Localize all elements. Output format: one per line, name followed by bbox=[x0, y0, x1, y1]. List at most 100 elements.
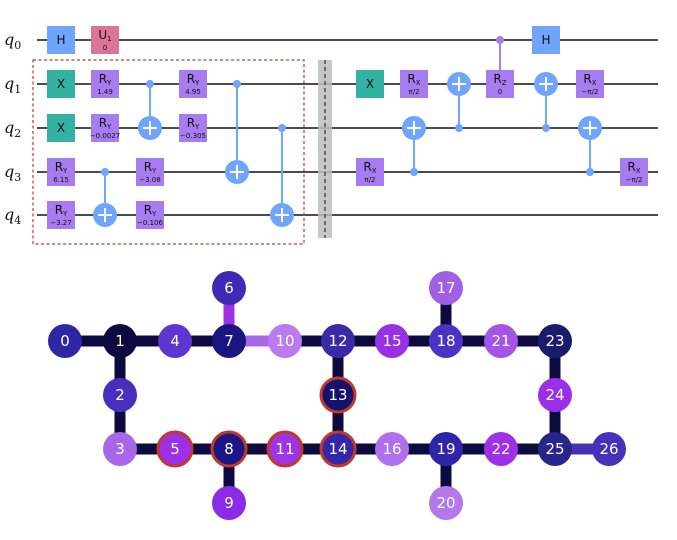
coupling-node-11: 11 bbox=[266, 430, 304, 468]
g-ry-q2-a: RY−0.0027 bbox=[90, 114, 120, 142]
coupling-node-5: 5 bbox=[156, 430, 194, 468]
g-rx-q1-a: RXπ/2 bbox=[400, 70, 428, 98]
gate-box bbox=[47, 114, 75, 142]
g-rz-q1: RZ0 bbox=[486, 70, 514, 98]
gate-box bbox=[400, 70, 428, 98]
gate-name: R bbox=[99, 116, 107, 130]
gate-name: R bbox=[627, 160, 635, 174]
gate-param: −0.0027 bbox=[90, 132, 120, 140]
node-circle bbox=[429, 432, 463, 466]
coupling-node-2: 2 bbox=[103, 378, 137, 412]
coupling-node-22: 22 bbox=[484, 432, 518, 466]
gate-box bbox=[356, 70, 384, 98]
gate-label: RY bbox=[144, 160, 157, 175]
gate-subscript: X bbox=[592, 79, 597, 87]
gate-param: 1.49 bbox=[97, 88, 113, 96]
gate-label: RY bbox=[144, 203, 157, 218]
node-label: 5 bbox=[170, 440, 180, 458]
gate-connections bbox=[104, 40, 591, 203]
qubit-label-3: q3 bbox=[4, 162, 21, 184]
gate-subscript: Y bbox=[106, 123, 112, 131]
qubit-letter: q bbox=[4, 30, 14, 49]
coupling-node-8: 8 bbox=[210, 430, 248, 468]
ansatz-box bbox=[32, 59, 305, 245]
gate-box bbox=[91, 70, 119, 98]
gate-box bbox=[91, 114, 119, 142]
node-circle bbox=[538, 432, 572, 466]
gate-label: H bbox=[56, 33, 65, 47]
node-label: 2 bbox=[115, 386, 125, 404]
gate-label: RY bbox=[187, 116, 200, 131]
node-label: 7 bbox=[224, 332, 234, 350]
qubit-index: 4 bbox=[14, 214, 21, 227]
qubit-letter: q bbox=[4, 205, 14, 224]
gate-param: 0 bbox=[498, 88, 502, 96]
gate-name: X bbox=[57, 77, 65, 91]
coupling-node-21: 21 bbox=[484, 324, 518, 358]
gate-subscript: Z bbox=[502, 79, 507, 87]
node-circle bbox=[103, 378, 137, 412]
gate-box bbox=[47, 158, 75, 186]
gate-subscript: Y bbox=[194, 123, 200, 131]
qubit-label-0: q0 bbox=[4, 30, 21, 52]
g-ry-q3-b: RY−3.08 bbox=[136, 158, 164, 186]
node-label: 19 bbox=[436, 440, 455, 458]
node-circle bbox=[48, 324, 82, 358]
g-rx-q1-b: RX−π/2 bbox=[576, 70, 604, 98]
gate-subscript: Y bbox=[194, 79, 200, 87]
g-ry-q1-b: RY4.95 bbox=[179, 70, 207, 98]
gate-label: H bbox=[541, 33, 550, 47]
node-circle bbox=[484, 324, 518, 358]
node-circle bbox=[156, 430, 194, 468]
gate-box bbox=[136, 158, 164, 186]
coupling-node-23: 23 bbox=[538, 324, 572, 358]
gate-label: X bbox=[366, 77, 374, 91]
node-circle bbox=[538, 378, 572, 412]
gate-subscript: Y bbox=[151, 210, 157, 218]
node-circle bbox=[538, 324, 572, 358]
node-circle bbox=[429, 486, 463, 520]
gate-param: 4.95 bbox=[185, 88, 201, 96]
gate-name: R bbox=[187, 72, 195, 86]
gate-param: 0 bbox=[103, 44, 107, 52]
node-circle bbox=[212, 324, 246, 358]
node-label: 9 bbox=[224, 494, 234, 512]
gate-label: X bbox=[57, 121, 65, 135]
gate-name: R bbox=[55, 203, 63, 217]
coupling-node-12: 12 bbox=[321, 324, 355, 358]
gate-subscript: 1 bbox=[107, 35, 111, 43]
g-u1-q0: U10 bbox=[91, 26, 119, 54]
node-label: 3 bbox=[115, 440, 125, 458]
gate-label: RX bbox=[407, 72, 420, 87]
coupling-node-4: 4 bbox=[158, 324, 192, 358]
gate-name: R bbox=[493, 72, 501, 86]
ansatz-box-outline bbox=[32, 59, 305, 245]
gate-name: X bbox=[366, 77, 374, 91]
g-ry-q4-a: RY−3.27 bbox=[47, 201, 75, 229]
node-circle bbox=[375, 432, 409, 466]
qubit-label-1: q1 bbox=[4, 74, 21, 96]
node-label: 23 bbox=[545, 332, 564, 350]
coupling-node-16: 16 bbox=[375, 432, 409, 466]
qubit-index: 1 bbox=[14, 83, 21, 96]
coupling-node-15: 15 bbox=[375, 324, 409, 358]
node-circle bbox=[103, 432, 137, 466]
gate-label: RZ bbox=[493, 72, 506, 87]
node-label: 26 bbox=[599, 440, 618, 458]
gate-param: −π/2 bbox=[626, 176, 643, 184]
node-circle bbox=[429, 324, 463, 358]
gate-name: H bbox=[541, 33, 550, 47]
qubit-index: 3 bbox=[14, 171, 21, 184]
cnot-control-dot-7 bbox=[586, 168, 594, 176]
g-h-q0-b: H bbox=[532, 26, 560, 54]
g-x-q2-a: X bbox=[47, 114, 75, 142]
node-label: 22 bbox=[491, 440, 510, 458]
gate-param: −0.305 bbox=[180, 132, 206, 140]
gate-name: R bbox=[187, 116, 195, 130]
gate-name: R bbox=[363, 160, 371, 174]
qubit-letter: q bbox=[4, 118, 14, 137]
gate-param: −3.08 bbox=[139, 176, 160, 184]
